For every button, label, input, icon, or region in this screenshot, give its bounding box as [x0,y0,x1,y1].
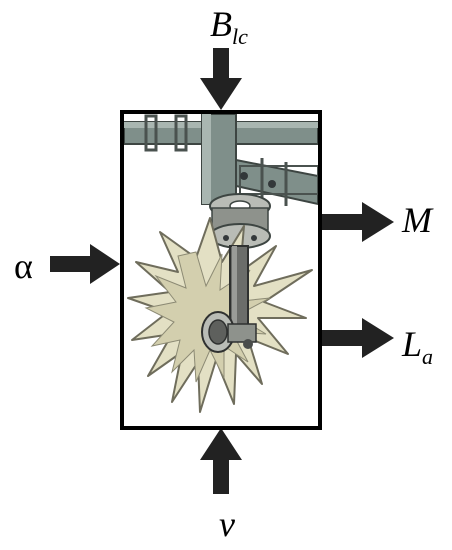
bracket-bar [235,158,318,206]
system-block-frame [120,110,322,430]
output-label-la: La [402,324,433,368]
arrow-output-m [320,202,394,242]
arrow-output-la [320,318,394,358]
arrow-left-input [50,244,120,284]
output-label-la-sub: a [422,344,434,369]
input-label-blc: Blc [210,4,248,48]
input-label-alpha: α [14,246,33,286]
arrow-bottom-input [200,428,242,494]
vertical-column [201,114,237,205]
wheel-hub [201,311,257,353]
input-label-v: v [219,504,235,544]
input-label-blc-main: B [210,4,232,44]
star-wheel-weeder-icon [124,114,318,413]
output-label-m: M [402,200,432,240]
input-label-blc-sub: lc [232,24,248,49]
arrow-top-input [200,48,242,110]
output-label-la-main: L [402,324,423,364]
